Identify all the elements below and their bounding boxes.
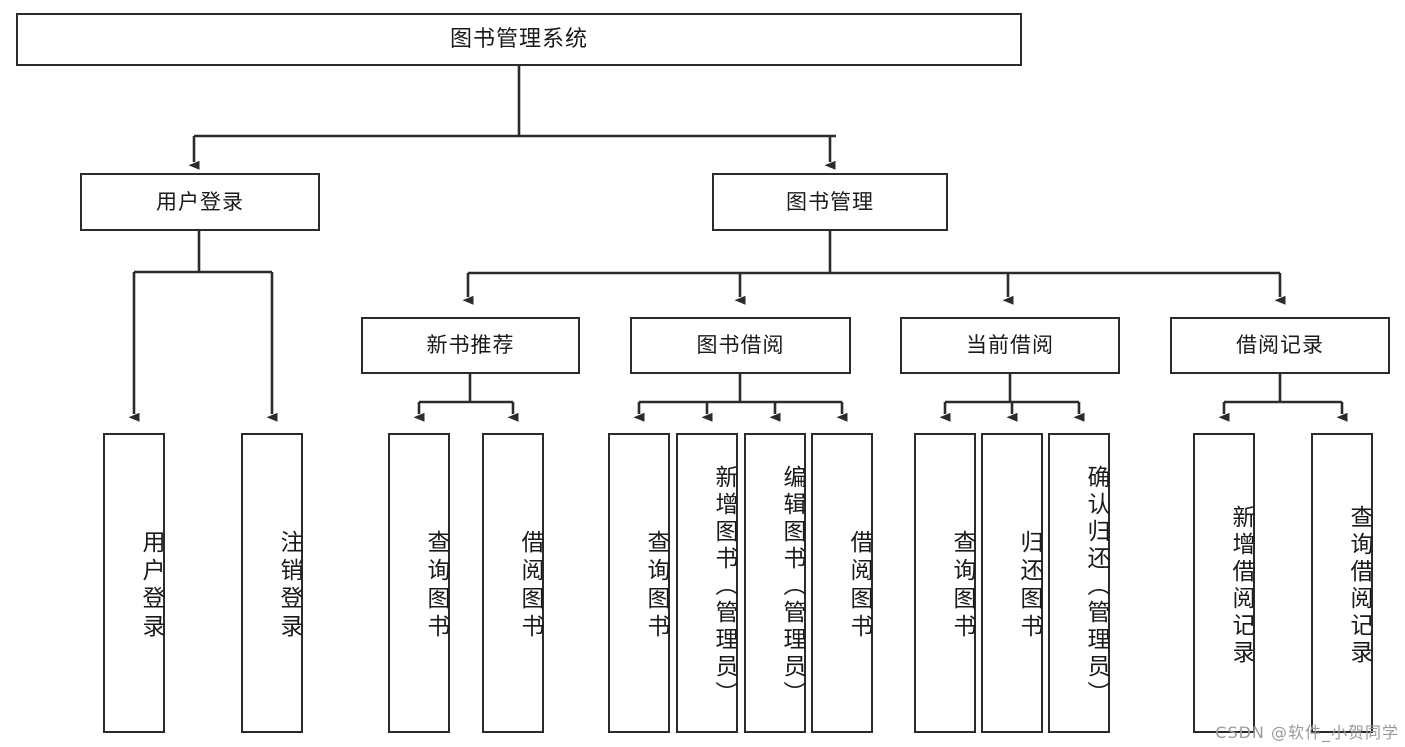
leaf-label: 确认归还（管理员） [1083,464,1109,708]
leaf-label: 借阅图书 [846,530,872,642]
leaf-user-login-logout[interactable]: 注销登录 [241,433,303,733]
node-book-borrow[interactable]: 图书借阅 [630,317,851,374]
leaf-borrow-record-query-record[interactable]: 查询借阅记录 [1311,433,1373,733]
leaf-label: 注销登录 [276,530,302,642]
leaf-book-borrow-edit-book-admin[interactable]: 编辑图书（管理员） [744,433,806,733]
leaf-current-borrow-query-book[interactable]: 查询图书 [914,433,976,733]
leaf-borrow-record-add-record[interactable]: 新增借阅记录 [1193,433,1255,733]
leaf-label: 新增图书（管理员） [711,464,737,708]
node-current-borrow[interactable]: 当前借阅 [900,317,1120,374]
leaf-label: 查询借阅记录 [1346,505,1372,667]
leaf-label: 查询图书 [643,530,669,642]
node-label: 新书推荐 [426,333,515,358]
leaf-user-login-login[interactable]: 用户登录 [103,433,165,733]
leaf-current-borrow-return-book[interactable]: 归还图书 [981,433,1043,733]
leaf-label: 用户登录 [138,530,164,642]
leaf-label: 查询图书 [423,530,449,642]
node-label: 当前借阅 [966,333,1054,358]
node-borrow-record[interactable]: 借阅记录 [1170,317,1390,374]
node-label: 图书管理 [786,189,874,214]
node-label: 图书借阅 [696,333,785,358]
leaf-new-book-borrow-book[interactable]: 借阅图书 [482,433,544,733]
leaf-label: 归还图书 [1016,530,1042,642]
leaf-label: 借阅图书 [517,530,543,642]
leaf-book-borrow-borrow-book[interactable]: 借阅图书 [811,433,873,733]
node-new-book-recommend[interactable]: 新书推荐 [361,317,580,374]
leaf-label: 新增借阅记录 [1228,505,1254,667]
leaf-label: 编辑图书（管理员） [779,464,805,708]
leaf-new-book-query-book[interactable]: 查询图书 [388,433,450,733]
node-label: 借阅记录 [1236,333,1324,358]
node-user-login[interactable]: 用户登录 [80,173,320,231]
node-label: 用户登录 [156,189,244,214]
leaf-current-borrow-confirm-return-admin[interactable]: 确认归还（管理员） [1048,433,1110,733]
node-label: 图书管理系统 [449,26,588,52]
leaf-book-borrow-query-book[interactable]: 查询图书 [608,433,670,733]
node-book-management[interactable]: 图书管理 [712,173,948,231]
node-root-system[interactable]: 图书管理系统 [16,13,1022,66]
leaf-book-borrow-add-book-admin[interactable]: 新增图书（管理员） [676,433,738,733]
leaf-label: 查询图书 [949,530,975,642]
csdn-watermark: CSDN @软件_小贺同学 [1215,723,1399,742]
